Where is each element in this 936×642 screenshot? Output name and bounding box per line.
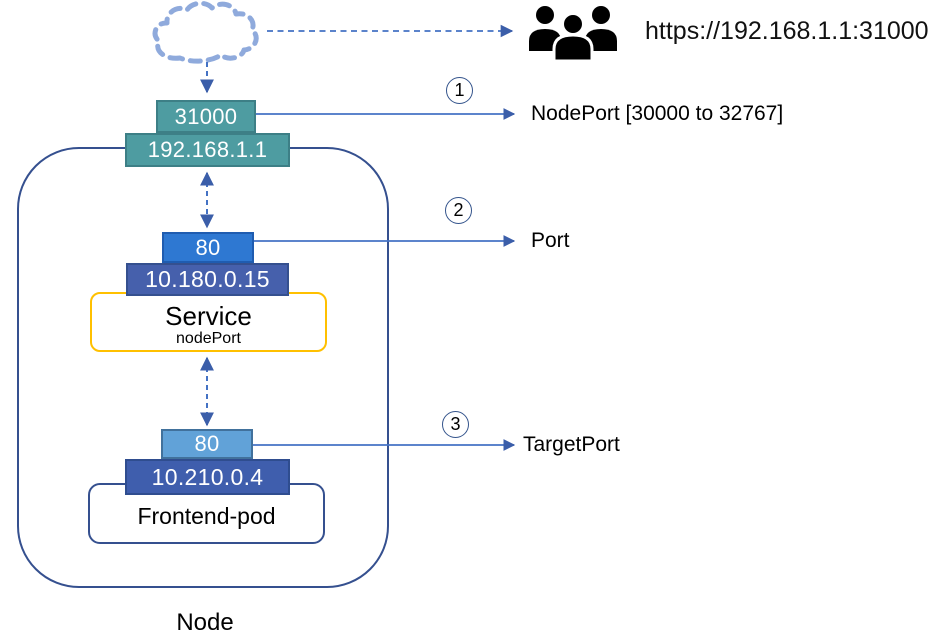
nodeport-label: NodePort [30000 to 32767]: [531, 102, 784, 125]
annotation-circle-1: 1: [446, 77, 473, 104]
pod-ip-box: 10.210.0.4: [125, 459, 290, 495]
cloud-icon: [152, 0, 259, 64]
node-label: Node: [176, 609, 234, 636]
service-ip-box: 10.180.0.15: [126, 263, 289, 296]
targetport-label: TargetPort: [523, 433, 620, 456]
annotation-circle-2: 2: [445, 197, 472, 224]
service-port-box: 80: [162, 232, 254, 263]
service-box: Service nodePort: [90, 292, 327, 352]
service-title: Service: [165, 301, 252, 331]
nodeport-value-box: 31000: [156, 100, 256, 133]
service-subtitle: nodePort: [176, 330, 241, 347]
port-label: Port: [531, 229, 570, 252]
external-url: https://192.168.1.1:31000: [645, 17, 929, 45]
users-icon: [529, 6, 617, 63]
pod-port-box: 80: [161, 429, 253, 459]
node-ip-box: 192.168.1.1: [125, 133, 290, 167]
annotation-circle-3: 3: [442, 411, 469, 438]
